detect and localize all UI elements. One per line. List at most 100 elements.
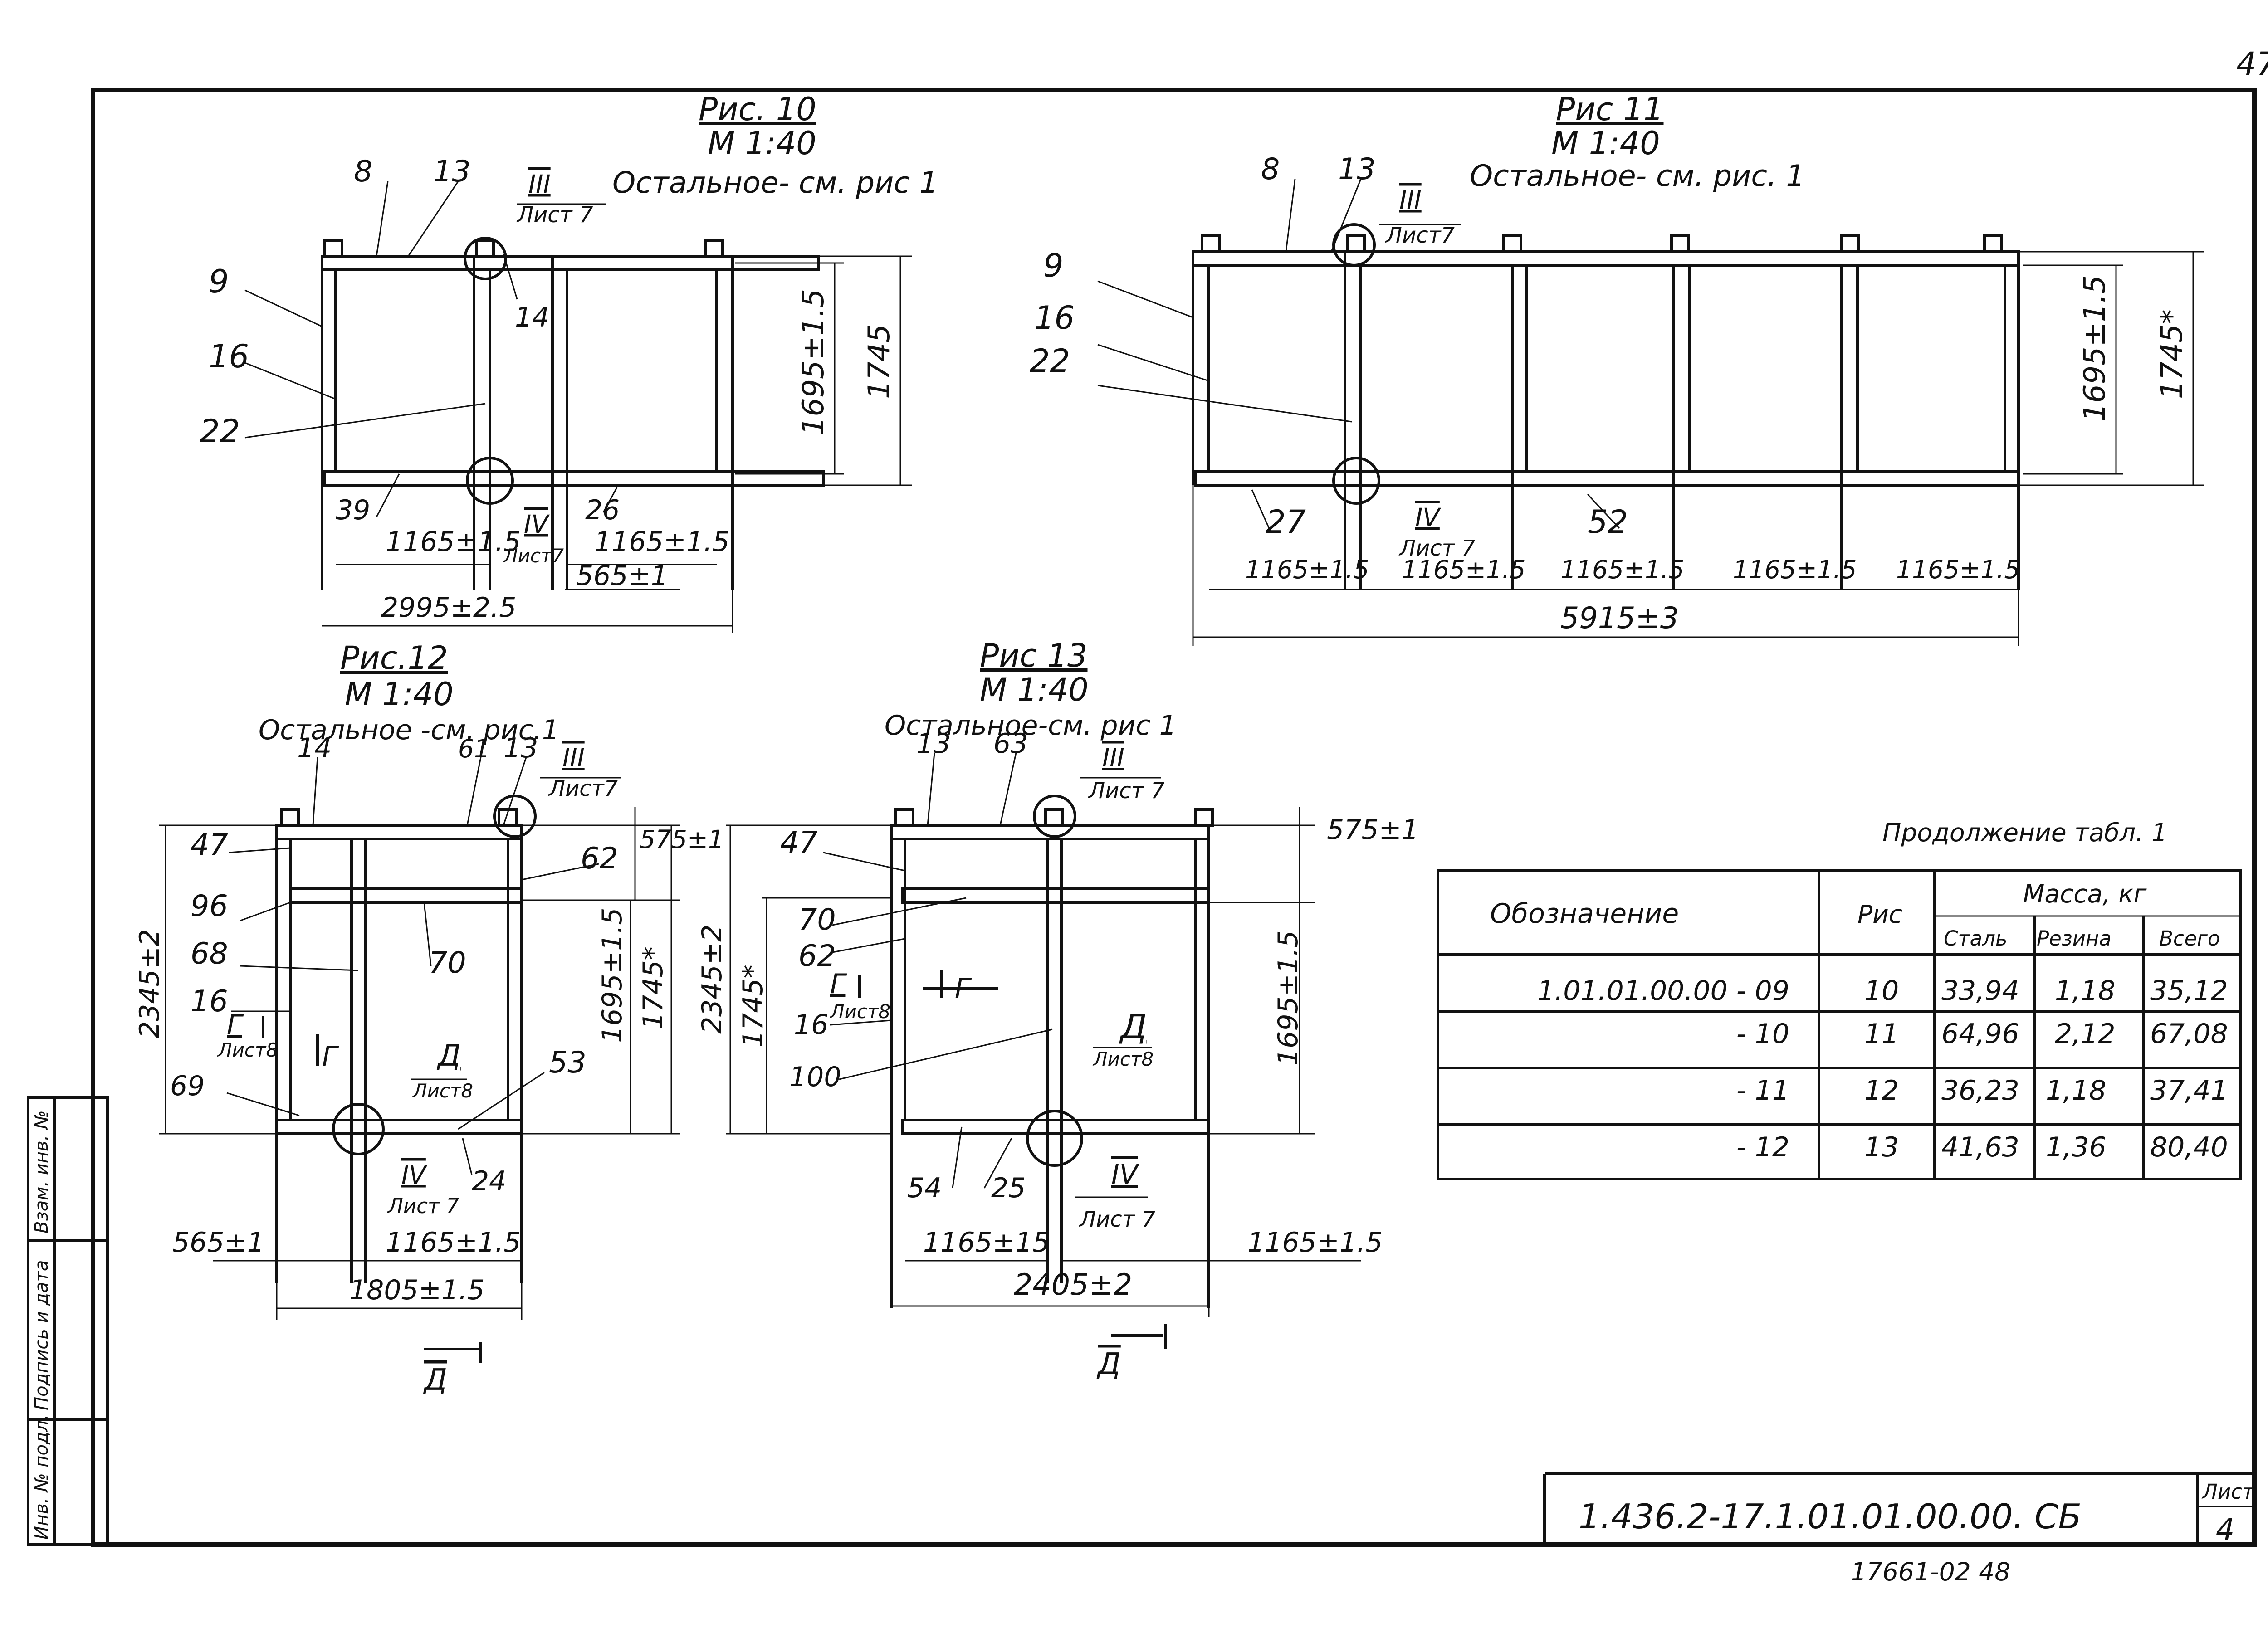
figure-13: Рис 13 М 1:40 Остальное-см. рис 1 13 63 … — [696, 637, 1419, 1381]
drawing-code: 1.436.2-17.1.01.01.00.00. СБ — [1579, 1496, 2082, 1536]
section-G-letter: Г — [830, 968, 847, 1000]
fig10-title: Рис. 10 — [699, 91, 816, 128]
th-fig: Рис — [1857, 900, 1902, 929]
callout-68: 68 — [191, 937, 228, 971]
dim-5915: 5915±3 — [1560, 601, 1679, 635]
fig12-title: Рис.12 — [340, 639, 448, 677]
callout-27: 27 — [1266, 503, 1306, 541]
dim-1165-right: 1165±1.5 — [1247, 1227, 1383, 1258]
node-III-roman: III — [1399, 185, 1422, 214]
dim-575: 575±1 — [640, 825, 724, 854]
drawing-frame — [91, 88, 2257, 1547]
figure-12: Рис.12 М 1:40 Остальное -см. рис.1 14 61… — [134, 639, 724, 1397]
row-4-total: 80,40 — [2150, 1131, 2228, 1163]
row-3-steel: 36,23 — [1941, 1075, 2019, 1106]
fig12-scale: М 1:40 — [345, 676, 454, 713]
dim-2345: 2345±2 — [696, 925, 728, 1034]
row-3-designation: - 11 — [1736, 1075, 1789, 1106]
dim-1745-star: 1745* — [2155, 309, 2189, 399]
node-IV-sheet: Лист 7 — [1079, 1207, 1156, 1232]
row-1-designation: 1.01.01.00.00 - 09 — [1537, 975, 1789, 1007]
callout-22: 22 — [200, 413, 240, 450]
callout-8: 8 — [354, 155, 372, 189]
fig13-note: Остальное-см. рис 1 — [885, 710, 1177, 741]
dim-565: 565±1 — [172, 1227, 264, 1258]
row-1-steel: 33,94 — [1941, 975, 2019, 1007]
dim-575: 575±1 — [1327, 814, 1419, 846]
callout-14: 14 — [515, 302, 549, 333]
dim-1695: 1695±1.5 — [797, 289, 831, 435]
callout-54: 54 — [907, 1172, 942, 1204]
callout-13: 13 — [503, 732, 538, 764]
row-2-total: 67,08 — [2150, 1018, 2228, 1050]
stamp-inv-number: Инв. № подл. — [31, 1414, 52, 1540]
callout-9: 9 — [1043, 247, 1064, 284]
node-III-roman: III — [528, 170, 551, 199]
dim-1745-star: 1745* — [637, 946, 669, 1029]
node-IV-sheet: Лист7 — [503, 545, 564, 567]
title-block: 1.436.2-17.1.01.01.00.00. СБ Лист 4 — [1543, 1472, 2255, 1547]
section-G-sheet: Лист8 — [829, 1000, 890, 1023]
callout-13: 13 — [916, 728, 951, 760]
th-rubber: Резина — [2037, 926, 2112, 950]
dim-1165-left: 1165±15 — [923, 1227, 1050, 1258]
figure-10: Рис. 10 М 1:40 Остальное- см. рис 1 8 13… — [200, 91, 938, 633]
row-3-fig: 12 — [1864, 1075, 1899, 1106]
callout-70: 70 — [429, 946, 466, 980]
dim-1165-4: 1165±1.5 — [1733, 555, 1857, 584]
view-mark-G: Г — [955, 973, 972, 1004]
row-2-steel: 64,96 — [1941, 1018, 2019, 1050]
section-G-sheet: Лист8 — [217, 1039, 278, 1061]
row-4-steel: 41,63 — [1941, 1131, 2019, 1163]
dim-1745: 1745 — [862, 324, 896, 399]
callout-69: 69 — [170, 1070, 205, 1102]
callout-62: 62 — [581, 842, 618, 876]
callout-16: 16 — [191, 985, 228, 1019]
callout-53: 53 — [549, 1046, 587, 1080]
callout-62: 62 — [798, 939, 836, 973]
row-3-total: 37,41 — [2150, 1075, 2228, 1106]
margin-stamp: Инв. № подл. Подпись и дата Взам. инв. № — [27, 1096, 109, 1546]
stamp-replaced-inv: Взам. инв. № — [31, 1110, 52, 1233]
row-2-rubber: 2,12 — [2055, 1018, 2116, 1050]
dim-1695: 1695±1.5 — [1272, 931, 1304, 1066]
dim-1165-5: 1165±1.5 — [1896, 555, 2020, 584]
callout-13: 13 — [433, 155, 471, 189]
dim-565: 565±1 — [576, 560, 668, 592]
node-III-roman: III — [562, 743, 585, 772]
fig13-scale: М 1:40 — [980, 671, 1089, 708]
node-III-sheet: Лист 7 — [1088, 778, 1165, 804]
node-III-roman: III — [1102, 743, 1124, 772]
callout-63: 63 — [993, 728, 1028, 760]
dim-1165-1: 1165±1.5 — [1245, 555, 1369, 584]
callout-14: 14 — [297, 732, 332, 764]
callout-47: 47 — [191, 828, 228, 862]
dim-1165-2: 1165±1.5 — [1402, 555, 1526, 584]
th-steel: Сталь — [1944, 926, 2008, 950]
callout-61: 61 — [458, 734, 490, 763]
row-1-rubber: 1,18 — [2055, 975, 2116, 1007]
fig10-note: Остальное- см. рис 1 — [612, 166, 938, 200]
node-IV-roman: IV — [1111, 1159, 1140, 1190]
row-2-fig: 11 — [1864, 1018, 1899, 1050]
mass-table: Продолжение табл. 1 Обозначение Рис Масс… — [1437, 818, 2242, 1180]
row-4-fig: 13 — [1864, 1131, 1899, 1163]
node-IV-roman: IV — [1415, 503, 1441, 532]
fig13-title: Рис 13 — [980, 637, 1088, 674]
view-mark-G: Г — [322, 1041, 339, 1072]
row-4-rubber: 1,36 — [2046, 1131, 2107, 1163]
dim-2345: 2345±2 — [134, 929, 166, 1038]
callout-8: 8 — [1261, 152, 1280, 186]
th-total: Всего — [2159, 926, 2220, 950]
sheet-number: 4 — [2216, 1513, 2234, 1547]
callout-47: 47 — [780, 826, 818, 860]
node-IV-roman: IV — [524, 510, 550, 539]
sheet-label: Лист — [2201, 1480, 2255, 1504]
table-caption: Продолжение табл. 1 — [1882, 818, 2167, 847]
callout-13: 13 — [1338, 152, 1376, 186]
dim-1805: 1805±1.5 — [349, 1274, 484, 1306]
row-4-designation: - 12 — [1736, 1131, 1789, 1163]
fig11-title: Рис 11 — [1556, 91, 1664, 128]
callout-96: 96 — [191, 889, 228, 923]
callout-16: 16 — [209, 338, 249, 375]
